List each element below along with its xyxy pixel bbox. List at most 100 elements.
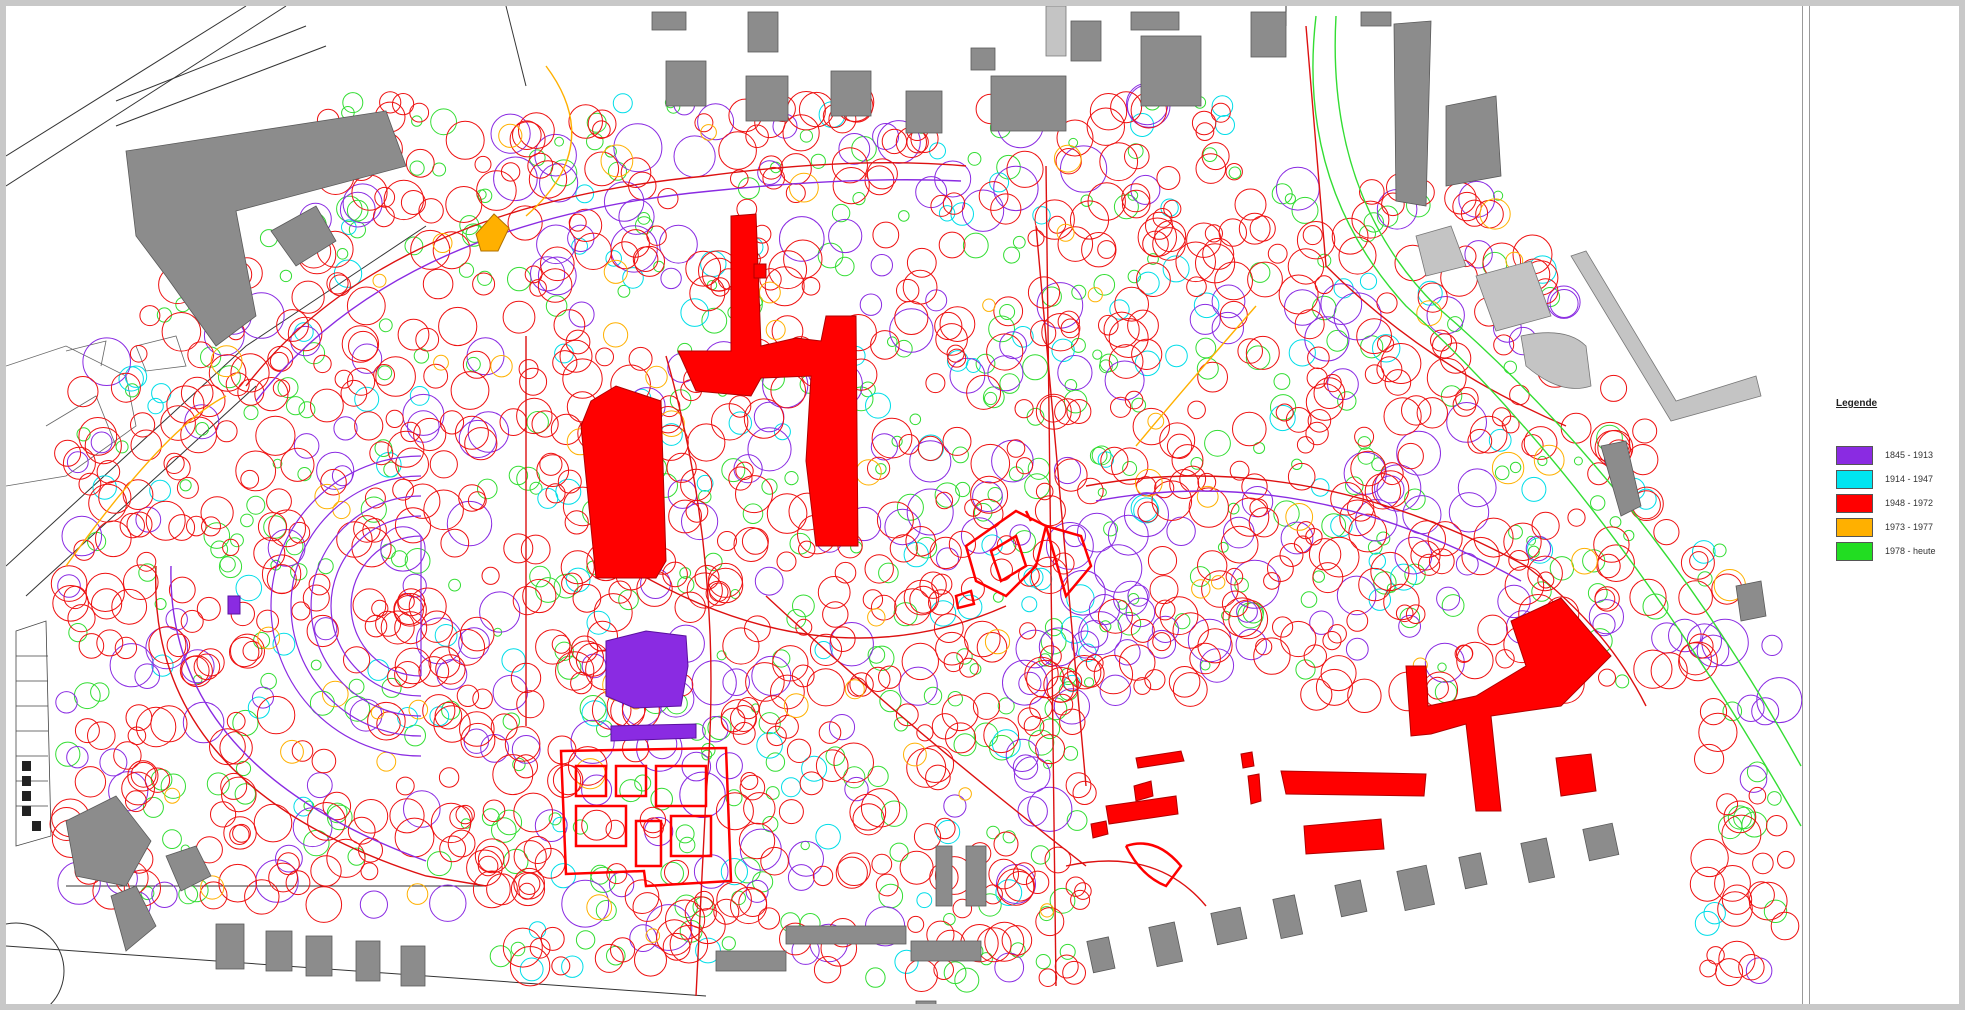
tree-canopy [353, 799, 389, 834]
tree-canopy [1331, 217, 1369, 255]
tree-canopy [745, 662, 785, 702]
tree-canopy [584, 151, 620, 187]
tree-canopy [1041, 286, 1062, 307]
tree-canopy [1596, 553, 1621, 579]
tree-canopy [374, 186, 396, 208]
legend-item-label: 1914 - 1947 [1885, 474, 1934, 484]
tree-canopy [860, 788, 901, 828]
tree-canopy [894, 300, 929, 335]
tree-canopy [893, 602, 918, 627]
tree-canopy [1015, 457, 1034, 475]
tree-canopy [240, 469, 260, 489]
tree-canopy [862, 589, 884, 610]
tree-canopy [291, 280, 325, 314]
tree-canopy [662, 932, 691, 961]
tree-canopy [833, 742, 875, 784]
tree-canopy [490, 113, 531, 154]
tree-canopy [1114, 639, 1141, 666]
tree-canopy [491, 817, 517, 843]
tree-canopy [373, 364, 396, 386]
tree-canopy [529, 937, 551, 959]
tree-canopy [95, 520, 132, 558]
tree-canopy [1748, 881, 1788, 921]
tree-canopy [634, 774, 652, 792]
tree-canopy [665, 899, 706, 940]
tree-canopy [502, 712, 520, 730]
tree-canopy [1046, 522, 1094, 570]
tree-canopy [1132, 407, 1171, 446]
tree-canopy [1018, 671, 1042, 696]
tree-canopy [535, 629, 571, 665]
tree-canopy [1287, 248, 1325, 285]
tree-canopy [1358, 567, 1392, 602]
grey-building [1396, 864, 1435, 912]
tree-canopy [458, 262, 475, 278]
tree-canopy [1060, 318, 1081, 339]
tree-canopy [513, 792, 554, 833]
tree-canopy [499, 408, 528, 437]
tree-canopy [889, 308, 934, 353]
tree-canopy [1737, 694, 1765, 722]
tree-canopy [1136, 262, 1171, 298]
tree-canopy [875, 873, 899, 897]
tree-canopy [976, 632, 1008, 663]
tree-canopy [995, 879, 1023, 906]
tree-canopy [986, 333, 1024, 371]
tree-canopy [1057, 355, 1093, 391]
tree-canopy [272, 379, 291, 397]
tree-canopy [603, 322, 629, 348]
tree-canopy [1014, 399, 1034, 419]
tree-canopy [813, 956, 842, 984]
tree-canopy [378, 318, 393, 333]
tree-canopy [561, 879, 610, 928]
tree-canopy [200, 875, 225, 900]
tree-canopy [572, 819, 589, 835]
tree-canopy [1242, 602, 1265, 624]
tree-canopy [1448, 492, 1490, 533]
tree-canopy [180, 609, 204, 633]
tree-canopy [1444, 182, 1477, 215]
tree-canopy [230, 533, 244, 548]
tree-canopy [87, 721, 116, 751]
tree-canopy [226, 711, 246, 731]
tree-canopy [180, 416, 218, 454]
tree-canopy [1124, 143, 1150, 170]
tree-canopy [352, 588, 387, 623]
tree-canopy [1689, 866, 1725, 902]
tree-canopy [240, 513, 254, 528]
tree-canopy [628, 346, 653, 371]
tree-canopy [230, 633, 265, 669]
tree-canopy [832, 167, 870, 205]
tree-canopy [186, 515, 207, 537]
tree-canopy [943, 913, 956, 926]
tree-canopy [1114, 286, 1149, 322]
tree-canopy [1418, 553, 1441, 576]
tree-canopy [1456, 641, 1494, 680]
tree-canopy [700, 124, 717, 141]
tree-canopy [902, 269, 938, 305]
tree-canopy [994, 952, 1025, 983]
tree-canopy [973, 722, 999, 748]
amphitheatre [270, 455, 422, 757]
tree-canopy [540, 246, 575, 282]
tree-canopy [852, 192, 866, 206]
tree-canopy [600, 144, 634, 178]
tree-canopy [735, 461, 754, 480]
tree-canopy [715, 792, 754, 831]
tree-canopy [279, 269, 293, 283]
tree-canopy [988, 858, 1020, 890]
tree-canopy [1383, 583, 1420, 621]
tree-canopy [1746, 761, 1768, 783]
tree-canopy [381, 677, 402, 698]
tree-canopy [996, 535, 1017, 555]
tree-canopy [1336, 575, 1377, 616]
tree-canopy [480, 734, 510, 763]
tree-canopy [814, 641, 833, 660]
tree-canopy [1384, 369, 1412, 396]
tree-canopy [1525, 535, 1552, 562]
tree-canopy [1051, 338, 1075, 362]
tree-canopy [446, 500, 493, 547]
tree-canopy [418, 198, 444, 224]
tree-canopy [605, 819, 625, 840]
tree-canopy [728, 395, 752, 418]
